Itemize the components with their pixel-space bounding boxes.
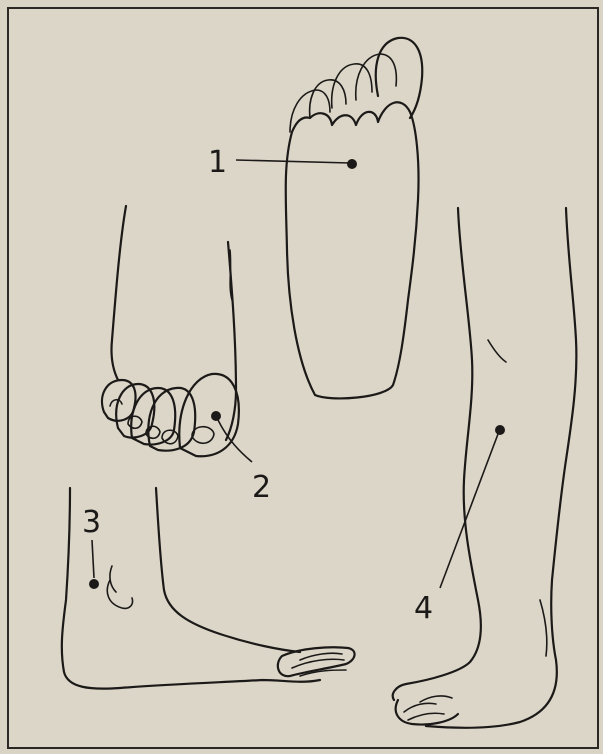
label-3: 3 <box>82 505 101 540</box>
label-1: 1 <box>208 145 227 180</box>
label-2: 2 <box>252 470 271 505</box>
label-4: 4 <box>414 591 433 626</box>
point-dot-1 <box>347 159 357 169</box>
point-dot-3 <box>89 579 99 589</box>
point-dot-4 <box>495 425 505 435</box>
point-dot-2 <box>211 411 221 421</box>
